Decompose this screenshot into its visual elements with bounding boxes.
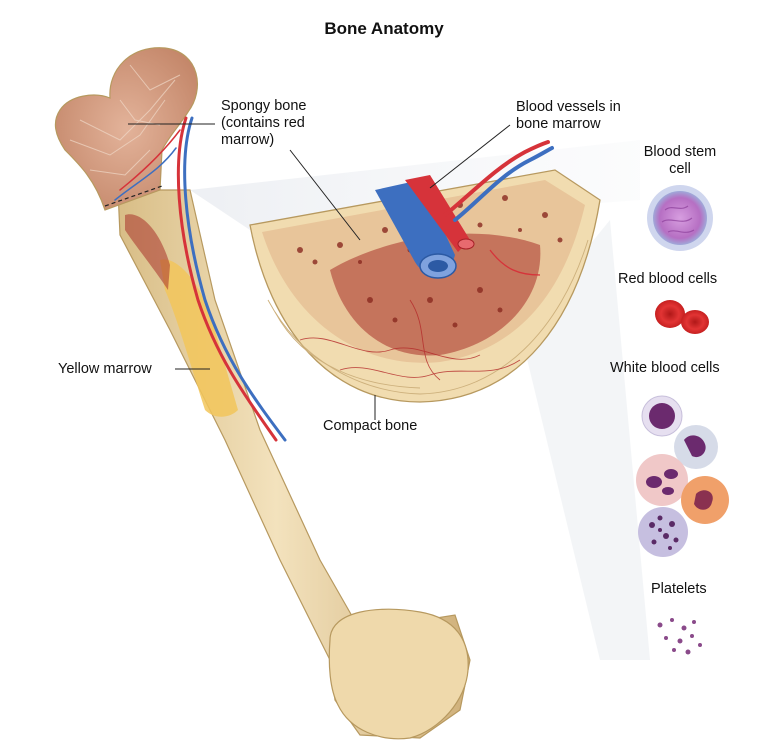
femur-blood-vessels [114, 116, 287, 442]
spongy-bone-label: Spongy bone (contains red marrow) [221, 98, 307, 148]
blood-stem-cell-illustration [647, 185, 713, 251]
leader-lines [128, 123, 511, 420]
white-blood-cells-illustration [636, 395, 729, 557]
red-blood-cells-illustration [655, 300, 709, 334]
femur-bone [54, 47, 471, 740]
bone-cross-section [249, 140, 601, 403]
compact-bone-label: Compact bone [323, 418, 418, 434]
yellow-marrow-label: Yellow marrow [58, 361, 152, 377]
platelets-label: Platelets [651, 581, 707, 597]
platelets-illustration [657, 618, 702, 655]
blood-vessels-label: Blood vessels in bone marrow [516, 99, 621, 132]
white-blood-cells-label: White blood cells [610, 360, 720, 376]
red-blood-cells-label: Red blood cells [618, 271, 718, 287]
diagram-title: Bone Anatomy [324, 19, 444, 38]
blood-stem-cell-label: Blood stem cell [643, 144, 717, 177]
